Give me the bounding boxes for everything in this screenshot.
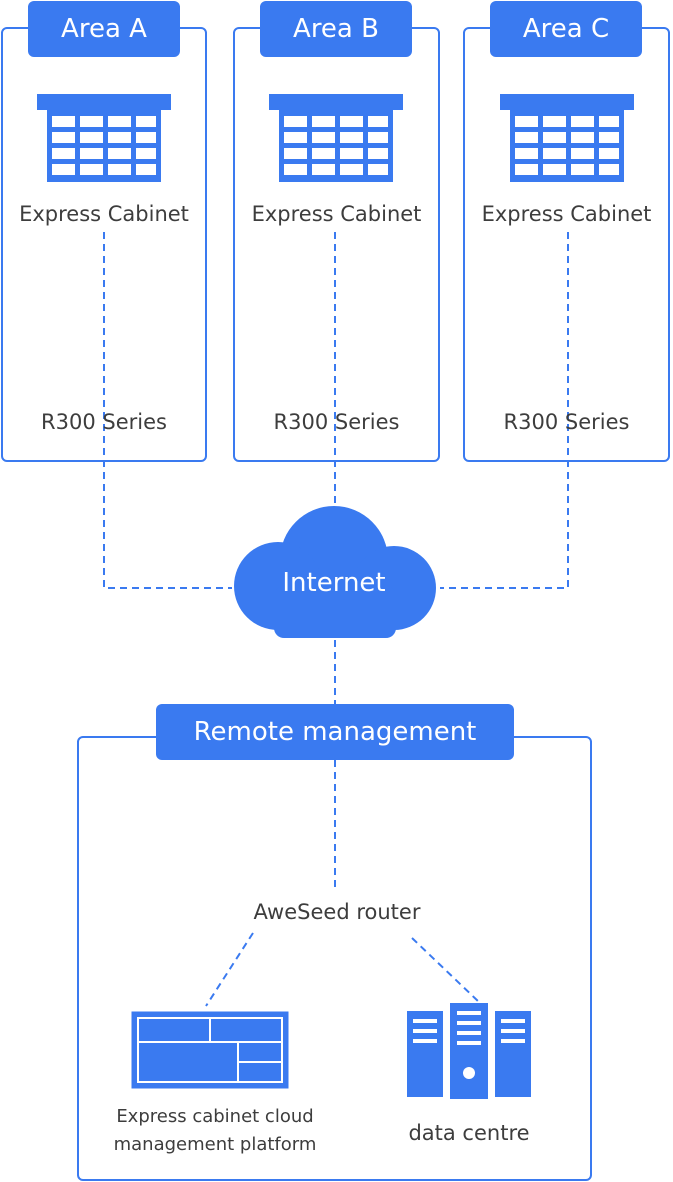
area-a-router-label: R300 Series xyxy=(41,410,167,434)
area-c-tab: Area C xyxy=(490,1,642,57)
cloud-icon xyxy=(234,506,436,638)
area-b-title: Area B xyxy=(293,14,379,44)
link-router-datacentre xyxy=(411,937,481,1004)
aweseed-router-label: AweSeed router xyxy=(253,900,421,924)
area-c-device-label: Express Cabinet xyxy=(481,202,652,226)
area-c-title: Area C xyxy=(522,14,610,44)
platform-label-line2: management platform xyxy=(113,1134,317,1155)
server-rack-icon xyxy=(407,1003,531,1099)
area-a-title: Area A xyxy=(61,14,147,44)
cabinet-icon xyxy=(269,94,403,182)
area-a-tab: Area A xyxy=(28,1,180,57)
internet-label: Internet xyxy=(282,568,386,598)
area-b-device-label: Express Cabinet xyxy=(251,202,422,226)
remote-management-tab: Remote management xyxy=(156,704,514,760)
platform-label-line1: Express cabinet cloud xyxy=(116,1106,314,1127)
cabinet-icon xyxy=(500,94,634,182)
link-router-platform xyxy=(205,932,254,1007)
cabinet-icon xyxy=(37,94,171,182)
area-a-device-label: Express Cabinet xyxy=(19,202,189,226)
platform-icon xyxy=(131,1011,289,1089)
area-b-tab: Area B xyxy=(260,1,412,57)
area-c-router-label: R300 Series xyxy=(503,410,630,434)
area-b-router-label: R300 Series xyxy=(273,410,400,434)
remote-management-title: Remote management xyxy=(193,717,477,747)
data-centre-label: data centre xyxy=(408,1121,530,1145)
